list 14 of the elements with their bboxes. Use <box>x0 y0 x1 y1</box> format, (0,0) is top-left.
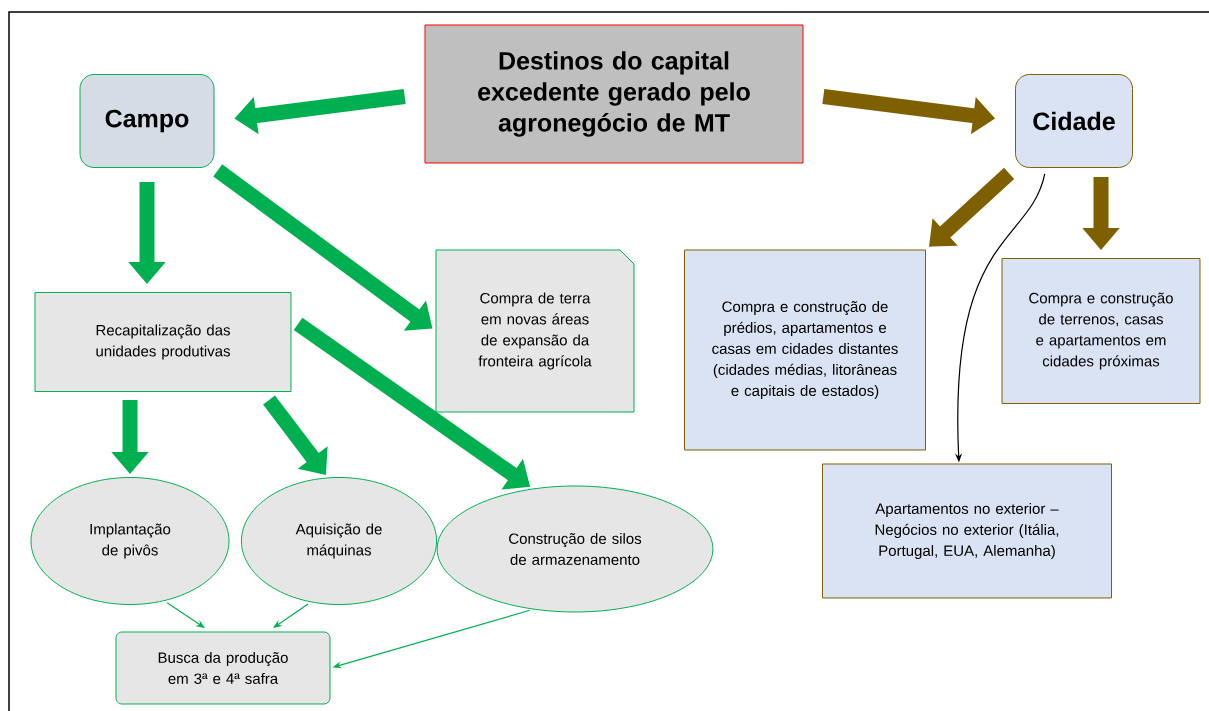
rounded-box: Campo <box>79 74 215 168</box>
oval-node: Aquisição de máquinas <box>240 477 438 605</box>
process-box: Compra e construção de prédios, apartamentos e casas em cidades distantes (cidades médias, litorâneas e capitais de estados) <box>684 249 926 451</box>
oval-node: Implantação de pivôs <box>30 477 230 605</box>
process-box: Compra e construção de terrenos, casas e apartamentos em cidades próximas <box>1001 258 1201 404</box>
oval-node: Construção de silos de armazenamento <box>436 485 714 613</box>
process-box: Apartamentos no exterior – Negócios no exterior (Itália, Portugal, EUA, Alemanha) <box>822 463 1112 599</box>
rounded-box: Cidade <box>1015 74 1133 168</box>
process-box: Busca da produção em 3ª e 4ª safra <box>115 631 331 705</box>
block-arrow <box>263 395 328 475</box>
title-box: Destinos do capital excedente gerado pelo agronegócio de MT <box>424 24 804 164</box>
block-arrow <box>929 167 1015 247</box>
process-box: Recapitalização das unidades produtivas <box>34 292 292 392</box>
note-box: Compra de terra em novas áreas de expansão da fronteira agrícola <box>435 249 635 413</box>
